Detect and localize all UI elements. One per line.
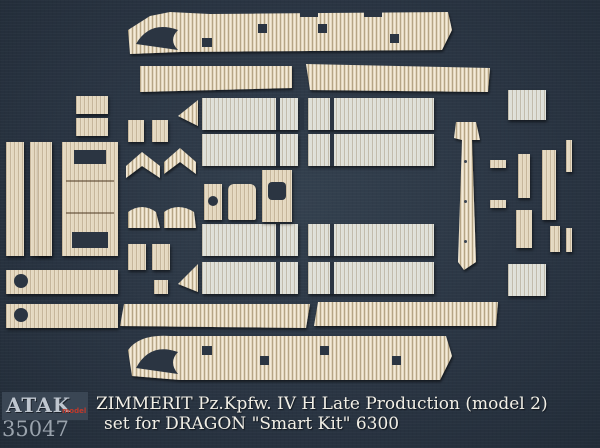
fender-panel <box>308 98 434 130</box>
small-plate <box>128 244 146 270</box>
fender-panel <box>202 98 298 130</box>
engine-deck-plate <box>508 90 546 120</box>
small-bar <box>566 228 572 252</box>
brand-logo: ATAK model 35047 <box>2 392 90 444</box>
product-code: 35047 <box>2 417 69 441</box>
small-plate <box>152 120 168 142</box>
logo-badge <box>2 392 88 420</box>
small-bar <box>566 140 572 172</box>
engine-deck-plate <box>508 264 546 296</box>
small-bar <box>490 160 506 168</box>
top-left-strip <box>140 66 292 92</box>
side-strip <box>38 142 52 256</box>
small-bar <box>542 150 556 220</box>
fender-panel <box>308 262 434 294</box>
bottom-left-strip <box>120 304 310 328</box>
side-strip <box>6 142 24 256</box>
fender-panel <box>202 224 298 256</box>
top-right-strip <box>306 64 490 92</box>
small-block <box>76 118 108 136</box>
vertical-rail <box>454 122 480 270</box>
small-bar <box>516 210 532 248</box>
small-block <box>76 96 108 114</box>
bottom-right-strip <box>314 302 498 326</box>
small-plate <box>154 280 168 294</box>
logo-text: ATAK <box>6 393 72 417</box>
chevron-piece <box>126 152 160 178</box>
product-caption: ZIMMERIT Pz.Kpfw. IV H Late Production (… <box>96 394 600 434</box>
fender-panel <box>202 262 298 294</box>
small-bar <box>518 154 530 198</box>
fender-panel <box>308 224 434 256</box>
small-bar <box>490 200 506 208</box>
logo-subtext: model <box>62 407 87 415</box>
fender-panel <box>202 134 298 166</box>
hatch-piece <box>228 184 256 220</box>
small-plate <box>128 120 144 142</box>
small-plate <box>152 244 170 270</box>
caption-line-2: set for DRAGON "Smart Kit" 6300 <box>104 414 400 434</box>
caption-line-1: ZIMMERIT Pz.Kpfw. IV H Late Production (… <box>96 394 548 414</box>
small-bar <box>550 226 560 252</box>
upper-side-panel <box>128 12 452 54</box>
fender-panel <box>308 134 434 166</box>
